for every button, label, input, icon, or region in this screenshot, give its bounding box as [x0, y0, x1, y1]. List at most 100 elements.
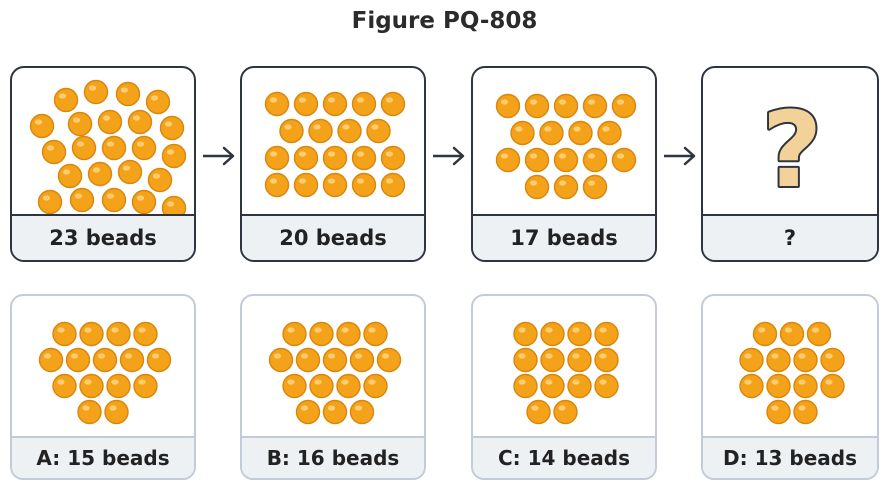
- bead: [146, 347, 172, 373]
- figure-title: Figure PQ-808: [351, 8, 538, 34]
- bead: [293, 172, 319, 198]
- question-mark-icon: ?: [760, 87, 824, 213]
- bead: [131, 189, 157, 215]
- option-a[interactable]: A: 15 beads: [10, 294, 196, 480]
- sequence-label-1: 23 beads: [12, 214, 194, 260]
- sequence-label-2: 20 beads: [242, 214, 424, 260]
- bead: [739, 373, 764, 399]
- bead: [322, 399, 348, 425]
- bead: [322, 145, 348, 171]
- bead: [309, 321, 334, 347]
- bead: [351, 172, 377, 198]
- bead: [594, 347, 619, 373]
- bead: [337, 118, 362, 144]
- bead: [127, 109, 153, 135]
- bead: [282, 373, 307, 399]
- bead: [820, 347, 845, 373]
- bead: [539, 120, 564, 146]
- bead: [65, 347, 91, 373]
- bead: [79, 373, 104, 399]
- bead-cluster: [513, 321, 619, 425]
- bead: [295, 347, 321, 373]
- bead: [820, 373, 845, 399]
- bead: [567, 373, 592, 399]
- bead: [57, 163, 83, 189]
- bead: [161, 143, 187, 169]
- bead: [363, 373, 388, 399]
- bead: [582, 147, 608, 173]
- bead: [117, 159, 143, 185]
- bead: [29, 113, 55, 139]
- bead: [524, 147, 550, 173]
- bead: [766, 347, 791, 373]
- bead-cluster: [264, 91, 406, 198]
- sequence-panel-1: 23 beads: [10, 66, 196, 262]
- bead: [145, 89, 171, 115]
- bead: [119, 347, 145, 373]
- right-arrow-icon: [433, 146, 465, 166]
- bead: [611, 147, 637, 173]
- bead: [53, 87, 79, 113]
- bead: [52, 321, 77, 347]
- bead: [264, 145, 290, 171]
- bead: [526, 399, 551, 425]
- bead-cluster: [29, 79, 187, 218]
- bead: [553, 174, 579, 200]
- option-b-label: B: 16 beads: [242, 436, 424, 478]
- bead: [322, 347, 348, 373]
- bead: [739, 347, 764, 373]
- bead: [594, 373, 619, 399]
- bead: [52, 373, 77, 399]
- bead: [147, 167, 173, 193]
- bead: [363, 321, 388, 347]
- bead: [553, 399, 578, 425]
- bead: [495, 147, 521, 173]
- bead: [349, 347, 375, 373]
- bead: [264, 91, 290, 117]
- option-d-label: D: 13 beads: [703, 436, 877, 478]
- bead: [133, 373, 158, 399]
- bead: [349, 399, 375, 425]
- bead: [540, 373, 565, 399]
- option-b[interactable]: B: 16 beads: [240, 294, 426, 480]
- sequence-panel-3: 17 beads: [471, 66, 657, 262]
- bead: [77, 399, 102, 425]
- bead: [380, 91, 406, 117]
- bead: [101, 187, 127, 213]
- sequence-label-3: 17 beads: [473, 214, 655, 260]
- bead: [553, 93, 579, 119]
- bead: [597, 120, 622, 146]
- bead: [380, 145, 406, 171]
- bead: [69, 187, 95, 213]
- bead: [582, 93, 608, 119]
- bead: [322, 91, 348, 117]
- sequence-label-4: ?: [703, 214, 877, 260]
- bead: [161, 195, 187, 218]
- bead: [308, 118, 333, 144]
- bead: [159, 115, 185, 141]
- bead: [309, 373, 334, 399]
- bead: [79, 321, 104, 347]
- svg-text:?: ?: [762, 89, 822, 211]
- bead: [793, 347, 818, 373]
- bead: [38, 347, 64, 373]
- sequence-panel-2: 20 beads: [240, 66, 426, 262]
- bead: [101, 135, 127, 161]
- bead: [766, 399, 791, 425]
- bead: [92, 347, 118, 373]
- bead-cluster: [38, 321, 172, 425]
- bead: [524, 93, 550, 119]
- bead: [366, 118, 391, 144]
- bead: [380, 172, 406, 198]
- bead: [513, 347, 538, 373]
- bead: [293, 91, 319, 117]
- bead: [594, 321, 619, 347]
- option-d[interactable]: D: 13 beads: [701, 294, 879, 480]
- bead: [282, 321, 307, 347]
- bead: [779, 321, 805, 347]
- bead: [133, 321, 158, 347]
- option-c[interactable]: C: 14 beads: [471, 294, 657, 480]
- option-c-label: C: 14 beads: [473, 436, 655, 478]
- bead: [806, 321, 832, 347]
- bead: [351, 91, 377, 117]
